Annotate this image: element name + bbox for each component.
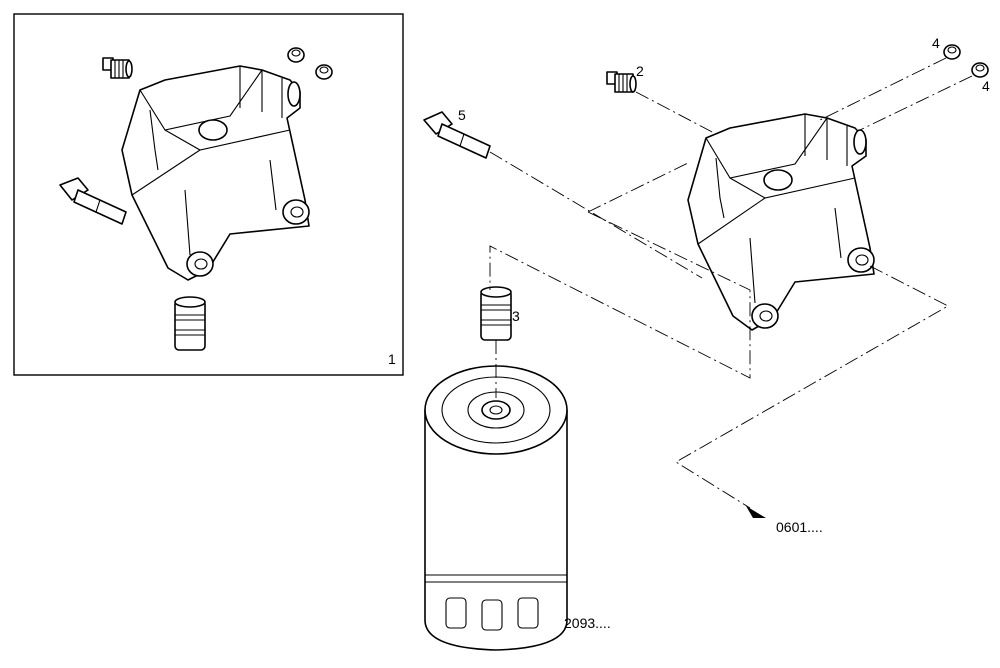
callout-2: 2: [636, 63, 644, 79]
callout-1: 1: [388, 351, 396, 367]
inset-cap-2: [315, 64, 333, 80]
bolt-part: [423, 111, 491, 159]
cap-part-2: [971, 62, 989, 78]
adapter-part: [480, 286, 512, 341]
callout-3: 3: [512, 308, 520, 324]
plug-valve-part: [606, 71, 637, 93]
assembly-inset: 1: [13, 13, 404, 376]
cap-part-1: [943, 44, 961, 60]
assembly-centerlines: [489, 57, 973, 509]
inset-bracket: [121, 65, 310, 281]
inset-adapter: [174, 296, 206, 351]
oil-filter-part: [424, 365, 568, 651]
callout-4b: 4: [982, 78, 990, 94]
inset-plug-valve: [102, 57, 133, 79]
ref-continuation: 0601....: [776, 519, 823, 535]
inset-bolt: [59, 177, 127, 225]
continuation-arrow: [746, 506, 766, 518]
ref-oil-filter: 2093....: [564, 615, 611, 631]
bracket-part: [687, 113, 875, 331]
inset-cap-1: [287, 47, 305, 63]
callout-4a: 4: [932, 35, 940, 51]
callout-5: 5: [458, 107, 466, 123]
inset-frame: [13, 13, 404, 376]
